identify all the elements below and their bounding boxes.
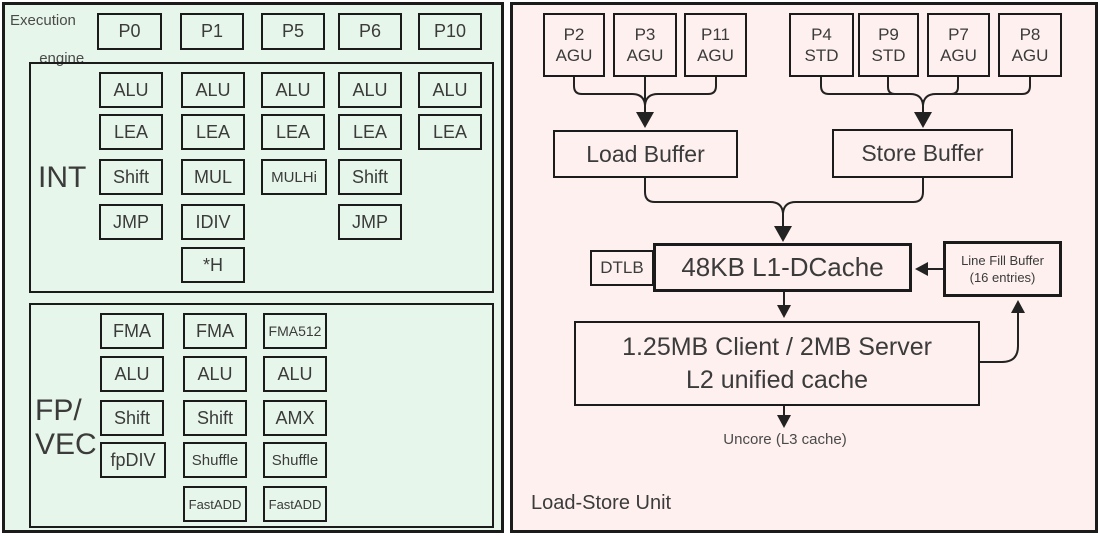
port-p4-std: P4 STD: [789, 13, 854, 77]
int-unit-p0-jmp: JMP: [99, 204, 163, 240]
port-p9-unit: STD: [871, 46, 906, 65]
int-unit-p1-lea: LEA: [181, 114, 245, 150]
fp-unit-p5-amx: AMX: [263, 400, 327, 436]
int-unit-p5-alu: ALU: [261, 72, 325, 108]
port-p3-agu: P3 AGU: [613, 13, 677, 77]
execution-engine-title: Execution engine: [10, 11, 84, 68]
port-p8-label: P8: [1019, 25, 1041, 44]
dtlb: DTLB: [590, 250, 654, 286]
int-unit-p5-lea: LEA: [261, 114, 325, 150]
fp-unit-p5-fma512: FMA512: [263, 313, 327, 349]
int-unit-p6-jmp: JMP: [338, 204, 402, 240]
port-p6: P6: [338, 13, 402, 50]
int-unit-p1-idiv: IDIV: [181, 204, 245, 240]
fp-unit-p1-fma: FMA: [183, 313, 247, 349]
port-p2-label: P2: [563, 25, 585, 44]
int-unit-p1-alu: ALU: [181, 72, 245, 108]
line-fill-buffer-line2: (16 entries): [969, 270, 1036, 285]
fp-vec-block-frame: [29, 303, 494, 528]
port-p11-unit: AGU: [697, 46, 734, 65]
fp-unit-p1-shuffle: Shuffle: [183, 442, 247, 478]
int-unit-p0-alu: ALU: [99, 72, 163, 108]
fp-unit-p0-fpdiv: fpDIV: [100, 442, 166, 478]
int-unit-p10-lea: LEA: [418, 114, 482, 150]
line-fill-buffer: Line Fill Buffer (16 entries): [943, 241, 1062, 297]
int-unit-p1-starh: *H: [181, 247, 245, 283]
int-unit-p6-alu: ALU: [338, 72, 402, 108]
fp-unit-p1-alu: ALU: [183, 356, 247, 392]
int-block-frame: [29, 62, 494, 293]
execution-engine-title-line1: Execution: [10, 12, 76, 29]
fp-unit-p5-fastadd: FastADD: [263, 486, 327, 522]
fp-vec-block-label: FP/VEC: [35, 394, 97, 462]
fp-unit-p5-alu: ALU: [263, 356, 327, 392]
port-p3-label: P3: [634, 25, 656, 44]
port-p5: P5: [261, 13, 325, 50]
l2-cache-line2: L2 unified cache: [685, 365, 869, 394]
port-p8-agu: P8 AGU: [998, 13, 1062, 77]
fp-unit-p5-shuffle: Shuffle: [263, 442, 327, 478]
port-p11-agu: P11 AGU: [684, 13, 747, 77]
port-p0: P0: [97, 13, 162, 50]
int-unit-p6-shift: Shift: [338, 159, 402, 195]
line-fill-buffer-line1: Line Fill Buffer: [961, 253, 1044, 268]
port-p2-agu: P2 AGU: [543, 13, 605, 77]
int-unit-p6-lea: LEA: [338, 114, 402, 150]
port-p11-label: P11: [701, 25, 730, 44]
l1-dcache: 48KB L1-DCache: [653, 243, 912, 292]
int-unit-p10-alu: ALU: [418, 72, 482, 108]
port-p1: P1: [180, 13, 244, 50]
load-store-unit-label: Load-Store Unit: [531, 492, 672, 514]
port-p7-label: P7: [948, 25, 969, 44]
port-p2-unit: AGU: [555, 46, 593, 65]
store-buffer: Store Buffer: [832, 129, 1013, 178]
port-p4-label: P4: [811, 25, 832, 44]
l2-cache: 1.25MB Client / 2MB Server L2 unified ca…: [574, 321, 980, 406]
fp-unit-p0-alu: ALU: [100, 356, 164, 392]
fp-vec-label-line1: FP/: [35, 394, 82, 427]
int-unit-p0-lea: LEA: [99, 114, 163, 150]
uncore-label: Uncore (L3 cache): [723, 431, 847, 448]
int-unit-p5-mulhi: MULHi: [261, 159, 327, 195]
port-p10: P10: [418, 13, 482, 50]
port-p4-unit: STD: [804, 46, 839, 65]
load-buffer: Load Buffer: [553, 130, 738, 178]
port-p8-unit: AGU: [1011, 46, 1049, 65]
fp-unit-p1-shift: Shift: [183, 400, 247, 436]
int-unit-p0-shift: Shift: [99, 159, 163, 195]
int-block-label: INT: [38, 161, 87, 194]
l2-cache-line1: 1.25MB Client / 2MB Server: [622, 332, 932, 361]
fp-unit-p0-fma: FMA: [100, 313, 164, 349]
port-p7-unit: AGU: [940, 46, 977, 65]
fp-unit-p0-shift: Shift: [100, 400, 164, 436]
port-p3-unit: AGU: [626, 46, 664, 65]
port-p9-label: P9: [878, 25, 899, 44]
port-p7-agu: P7 AGU: [927, 13, 990, 77]
fp-vec-label-line2: VEC: [35, 428, 97, 461]
int-unit-p1-mul: MUL: [181, 159, 245, 195]
port-p9-std: P9 STD: [858, 13, 919, 77]
fp-unit-p1-fastadd: FastADD: [183, 486, 247, 522]
